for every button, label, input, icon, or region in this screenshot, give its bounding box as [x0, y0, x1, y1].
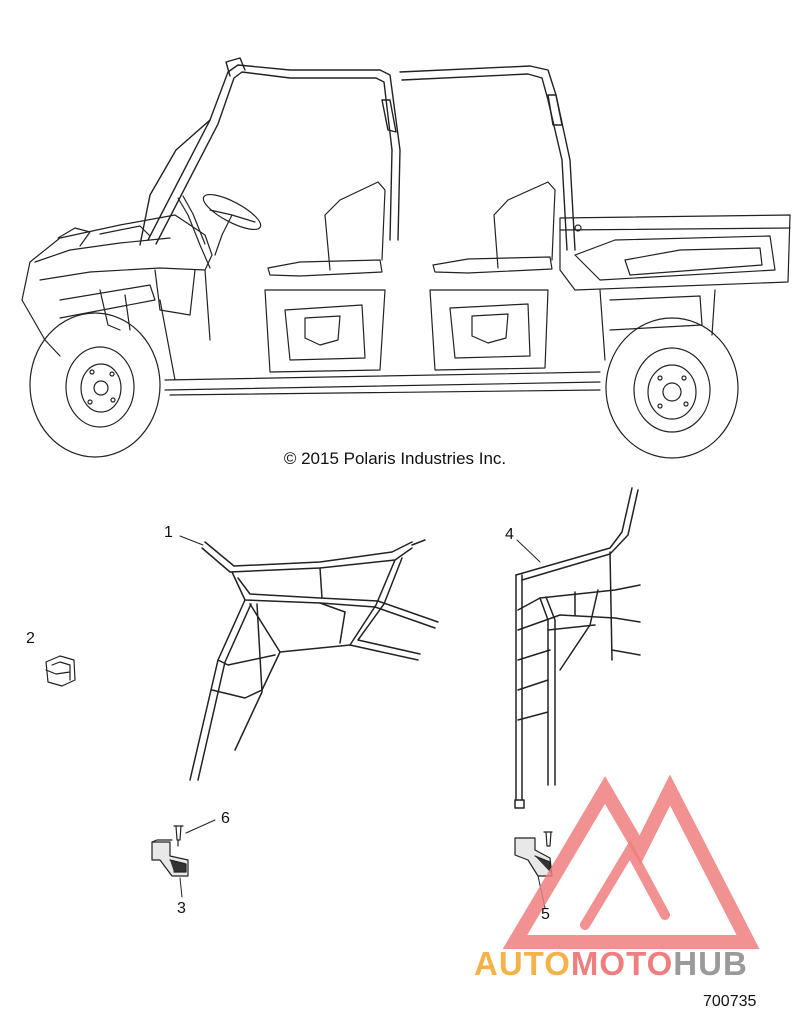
- front-body: [21, 214, 213, 357]
- watermark-logo-mark: [502, 774, 760, 949]
- callout-1: 1: [164, 524, 173, 541]
- part-4-rear-door-frame: [514, 487, 641, 809]
- leader-line-1: [179, 535, 204, 546]
- leader-line-4: [516, 539, 541, 563]
- figure-number: 700735: [703, 993, 757, 1010]
- watermark-hub: HUB: [673, 945, 748, 982]
- part-6-screw: [173, 825, 184, 847]
- seats: [267, 181, 556, 277]
- watermark-auto: AUTO: [474, 945, 571, 982]
- roll-cage: [139, 57, 576, 251]
- callout-5: 5: [541, 906, 550, 923]
- watermark-moto: MOTO: [570, 945, 674, 982]
- front-wheel: [29, 312, 161, 458]
- rear-wheel: [605, 317, 739, 459]
- callout-3: 3: [177, 900, 186, 917]
- copyright-notice: © 2015 Polaris Industries Inc.: [283, 449, 507, 468]
- part-2-clip: [45, 655, 76, 687]
- callout-4: 4: [505, 526, 514, 543]
- cargo-box: [559, 214, 791, 361]
- watermark-brand-text: AUTOMOTOHUB: [474, 945, 748, 983]
- leader-line-6: [185, 819, 216, 834]
- part-3-bracket: [151, 839, 189, 877]
- leader-line-3: [179, 877, 183, 898]
- utv-vehicle-illustration: [21, 57, 791, 459]
- callout-6: 6: [221, 810, 230, 827]
- part-1-front-door-frame: [189, 539, 439, 781]
- vehicle-floor-frame: [159, 269, 601, 396]
- seat-base-panels: [264, 289, 549, 373]
- steering-assembly: [177, 193, 262, 269]
- callout-2: 2: [26, 630, 35, 647]
- part-5-bracket: [514, 831, 553, 877]
